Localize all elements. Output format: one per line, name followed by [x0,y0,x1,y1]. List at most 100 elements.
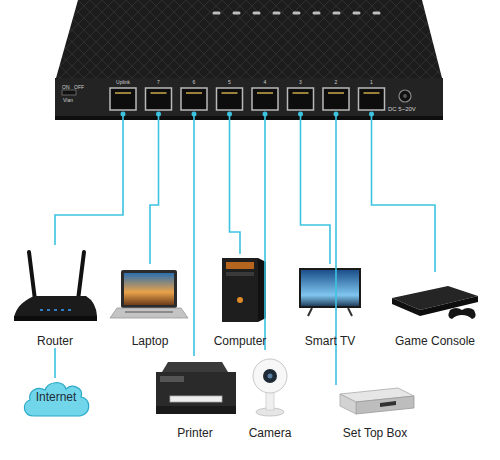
cable-plug [121,112,126,117]
printer-paper [170,396,222,402]
switch-port: 6 [179,79,209,112]
router-body [14,296,97,318]
tv-screen [301,270,359,306]
device: Laptop [105,264,195,348]
device-label: Computer [214,334,267,348]
tv-stand [308,308,352,316]
dc-jack-pin [403,94,407,98]
switch-port: 7 [144,79,174,112]
switch-top [56,0,442,78]
port-label: 5 [215,79,245,85]
device-label: Camera [249,426,292,440]
device-label: Set Top Box [343,426,408,440]
camera-head [253,359,287,393]
cable-plug [192,112,197,117]
device: Set Top Box [330,385,420,440]
port-socket [110,88,136,110]
port-socket [323,88,349,110]
port-label: 1 [357,79,387,85]
network-cable [372,112,436,272]
settop-front [356,396,414,414]
cable-plug [263,112,268,117]
camera-lens-glint [268,374,273,379]
network-cable [230,112,241,254]
printer-base [156,406,236,414]
device-label: Router [37,334,73,348]
cable-plug [298,112,303,117]
cloud-shape [24,383,88,416]
device: Game Console [385,272,485,348]
network-cable [54,348,56,378]
switch-port: 2 [321,79,351,112]
console-side [392,298,420,316]
port-label: 3 [286,79,316,85]
port-label: 2 [321,79,351,85]
cable-plug [369,112,374,117]
switch-port: 5 [215,79,245,112]
cable-plug [227,112,232,117]
device-label: Printer [177,426,212,440]
laptop-keyboard [125,311,173,313]
port-label: 7 [144,79,174,85]
network-cable [193,112,195,356]
tv-frame [299,268,361,308]
router-leds [40,309,71,311]
dc-jack [399,90,411,102]
cable-plug [156,112,161,117]
network-cable [150,112,159,264]
laptop-screen [124,273,174,305]
port-socket [288,88,314,110]
router-antenna [29,252,35,300]
computer-tower [222,258,258,322]
cable-plug [334,112,339,117]
port-label: 4 [250,79,280,85]
laptop-lid [121,270,177,308]
network-cable [301,112,331,264]
cloud-label: Internet [36,390,77,404]
switch-port: 4 [250,79,280,112]
settop-display [380,401,396,407]
printer-scanner [162,362,228,372]
port-socket [252,88,278,110]
settop-side [340,394,356,414]
switch-leds [214,12,379,15]
device: Smart TV [290,264,370,348]
device: Router [10,245,100,348]
router-antenna [78,252,84,300]
device: Computer [200,254,280,348]
vlan-switch [62,90,76,95]
device-label: Smart TV [305,334,355,348]
switch-label: Vlan [63,97,73,103]
console-controller [448,308,475,319]
port-pins [115,92,380,94]
printer-panel [160,376,184,382]
laptop-base [110,308,188,318]
switch-port: 3 [286,79,316,112]
device-label: Game Console [395,334,475,348]
port-socket [217,88,243,110]
switch-front [55,78,443,118]
printer-body [156,372,236,406]
network-switch: ONOFFVlanDC 5~20VUplink7654321 [55,0,445,120]
device: Printer [145,356,245,440]
computer-power [237,297,243,303]
switch-label: ON [62,84,70,90]
switch-label: OFF [74,84,84,90]
computer-side [258,258,266,322]
port-label: 6 [179,79,209,85]
camera-lens [263,369,277,383]
device: Camera [235,350,305,440]
port-label: Uplink [108,79,138,85]
computer-bay [226,272,254,276]
port-socket [359,88,385,110]
switch-rim [55,116,443,120]
internet-cloud: Internet [20,378,92,420]
port-socket [181,88,207,110]
router-base [14,316,97,321]
switch-port: Uplink [108,79,138,112]
computer-bay [226,262,254,269]
port-socket [146,88,172,110]
switch-port: 1 [357,79,387,112]
